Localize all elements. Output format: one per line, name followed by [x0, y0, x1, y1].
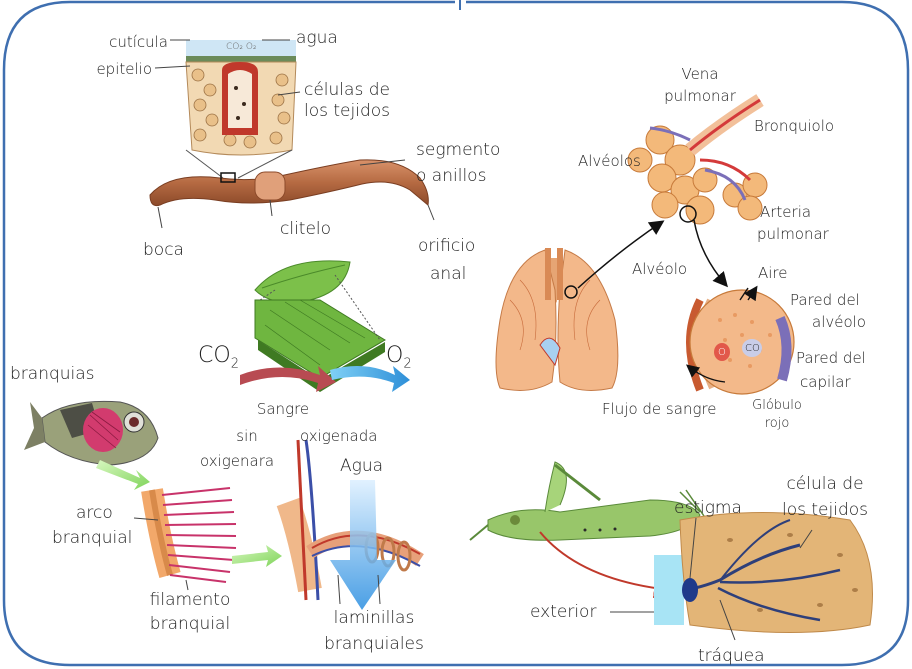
label-o2: O2 — [386, 344, 412, 376]
label-exterior: exterior — [530, 602, 596, 622]
label-lamellae-1: laminillas — [316, 608, 432, 628]
label-tissue-cells-2: los tejidos — [304, 101, 390, 121]
label-capillary-wall-1: Pared del — [796, 350, 866, 367]
label-clitellum: clitelo — [280, 219, 331, 239]
label-lamellae-2: branquiales — [306, 634, 442, 654]
label-gases: CO₂ O₂ — [226, 40, 257, 55]
label-tissue-cell-1: célula de — [770, 474, 880, 494]
trachea-tissue — [654, 513, 873, 633]
label-epithelium: epitelio — [40, 61, 152, 78]
grasshopper-illustration — [470, 462, 704, 540]
gill-arch — [152, 488, 236, 582]
label-co-mark: CO — [745, 341, 760, 356]
label-filament-2: branquial — [136, 614, 244, 634]
label-arch-2: branquial — [52, 528, 132, 548]
label-water-fish: Agua — [340, 456, 383, 476]
label-anal-2: anal — [430, 264, 466, 284]
label-gills: branquias — [10, 364, 95, 384]
label-blood-ox-2: oxigenada — [300, 428, 377, 445]
label-mouth: boca — [143, 240, 184, 260]
label-anal-1: orificio — [418, 236, 475, 256]
label-blood-flow: Flujo de sangre — [602, 401, 717, 418]
label-alveolar-wall-1: Pared del — [790, 292, 860, 309]
label-artery-2: pulmonar — [757, 226, 829, 243]
label-alveoli: Alvéolos — [578, 153, 641, 170]
label-red-cell-2: rojo — [742, 416, 812, 431]
label-red-cell-1: Glóbulo — [742, 398, 812, 413]
label-tissue-cells-1: células de — [304, 80, 390, 100]
label-filament-1: filamento — [136, 590, 244, 610]
label-blood-deox-1: sin — [222, 428, 272, 445]
label-cuticle: cutícula — [60, 34, 168, 51]
label-blood-deox-2: oxigenara — [200, 453, 274, 470]
label-air: Aire — [758, 265, 788, 282]
alveoli-cluster — [628, 100, 767, 224]
earthworm-skin-section — [186, 40, 296, 155]
label-vein-2: pulmonar — [650, 88, 750, 105]
label-tissue-cell-2: los tejidos — [766, 500, 884, 520]
label-alveolus: Alvéolo — [632, 261, 687, 278]
label-alveolar-wall-2: alvéolo — [812, 314, 866, 331]
label-o-mark: O — [718, 345, 726, 360]
leaf-illustration — [240, 261, 410, 392]
label-segment-2: o anillos — [416, 166, 486, 186]
label-arch-1: arco — [76, 503, 113, 523]
fish-illustration — [24, 401, 158, 465]
earthworm-body — [150, 160, 428, 206]
label-segment-1: segmento — [416, 140, 500, 160]
label-artery-1: Arteria — [760, 204, 811, 221]
label-bronchiole: Bronquiolo — [754, 118, 834, 135]
label-stigma: estigma — [674, 498, 742, 518]
label-capillary-wall-2: capilar — [800, 374, 851, 391]
label-trachea: tráquea — [698, 646, 765, 666]
label-water: agua — [296, 28, 338, 48]
label-co2: CO2 — [198, 344, 239, 376]
label-blood-ox-1: Sangre — [238, 401, 328, 418]
alveolus-closeup — [688, 288, 794, 394]
label-vein-1: Vena — [650, 66, 750, 83]
